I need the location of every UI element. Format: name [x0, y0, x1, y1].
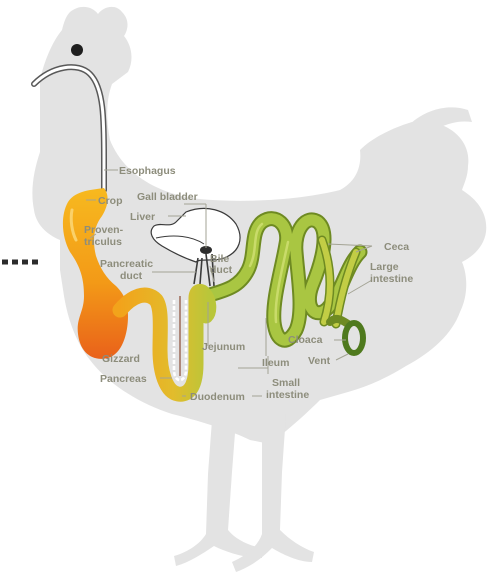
silhouette-leg-left [174, 420, 262, 566]
label-small-intestine-1: Small [272, 377, 300, 389]
label-proventriculus-2: triculus [84, 236, 122, 248]
label-pancreatic-duct-2: duct [120, 270, 143, 282]
label-vent: Vent [308, 355, 331, 367]
label-cloaca: Cloaca [288, 334, 323, 346]
label-pancreas: Pancreas [100, 373, 147, 385]
label-pancreatic-duct-1: Pancreatic [100, 258, 153, 270]
large-intestine-tube [330, 319, 348, 324]
label-gall-bladder: Gall bladder [137, 191, 198, 203]
label-liver: Liver [130, 211, 155, 223]
label-duodenum: Duodenum [190, 391, 245, 403]
label-gizzard: Gizzard [102, 353, 140, 365]
label-ileum: Ileum [262, 357, 289, 369]
label-jejunum: Jejunum [202, 341, 245, 353]
label-bile-duct-2: duct [210, 264, 233, 276]
label-small-intestine-2: intestine [266, 389, 309, 401]
label-esophagus: Esophagus [119, 165, 176, 177]
label-crop: Crop [98, 195, 123, 207]
label-large-intestine-1: Large [370, 261, 399, 273]
label-ceca: Ceca [384, 241, 409, 253]
eye-icon [71, 44, 83, 56]
label-large-intestine-2: intestine [370, 273, 413, 285]
label-proventriculus-1: Proven- [84, 224, 124, 236]
